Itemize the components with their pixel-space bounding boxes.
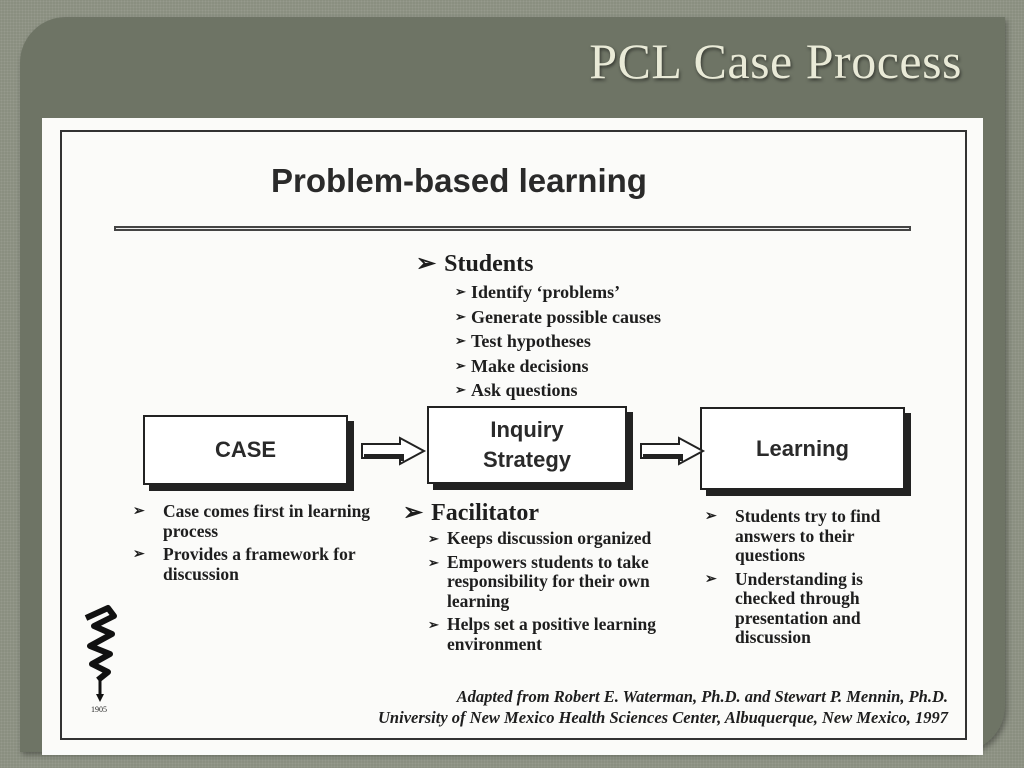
bullet-arrow-icon: ➢ — [428, 554, 439, 570]
citation-line: University of New Mexico Health Sciences… — [378, 708, 948, 727]
students-list: ➢ Identify ‘problems’ ➢ Generate possible … — [455, 280, 661, 403]
list-item-text: Students try to find answers to their qu… — [735, 506, 881, 565]
unm-logo-icon: 1905 — [84, 605, 117, 714]
bullet-arrow-icon: ➢ — [133, 504, 145, 519]
list-item: ➢ Provides a framework for discussion — [133, 544, 403, 584]
inquiry-box-line2: Strategy — [482, 447, 572, 472]
students-heading-label: Students — [444, 251, 534, 277]
list-item: ➢ Identify ‘problems’ — [455, 280, 661, 305]
list-item-text: Ask questions — [471, 380, 578, 400]
case-box-label: CASE — [214, 437, 277, 462]
list-item: ➢ Test hypotheses — [455, 329, 661, 354]
list-item-text: Keeps discussion organized — [447, 528, 652, 548]
facilitator-heading-label: Facilitator — [431, 500, 540, 526]
flow-arrow-icon — [640, 436, 706, 466]
bullet-arrow-icon: ➢ — [428, 617, 439, 632]
facilitator-heading: ➢ Facilitator — [403, 498, 539, 527]
bullet-arrow-icon: ➢ — [455, 382, 466, 397]
bullet-arrow-icon: ➢ — [455, 284, 466, 299]
bullet-arrow-icon: ➢ — [455, 333, 466, 348]
bullet-arrow-icon: ➢ — [455, 308, 466, 324]
bullet-arrow-icon: ➢ — [705, 509, 717, 524]
case-notes-list: ➢ Case comes first in learning process ➢ P… — [133, 501, 403, 588]
case-box: CASE — [143, 415, 348, 485]
logo-year: 1905 — [91, 705, 107, 714]
bullet-arrow-icon: ➢ — [133, 547, 145, 562]
list-item-text: Test hypotheses — [471, 331, 591, 351]
list-item-text: Case comes first in learning process — [163, 501, 371, 541]
inquiry-strategy-box: Inquiry Strategy — [427, 406, 627, 484]
facilitator-list: ➢ Keeps discussion organized ➢ Empowers st… — [428, 528, 658, 658]
list-item: ➢ Empowers students to take responsibilit… — [428, 551, 658, 612]
inquiry-box-line1: Inquiry — [490, 417, 564, 442]
learning-box: Learning — [700, 407, 905, 490]
list-item-text: Empowers students to take responsibility… — [447, 551, 650, 611]
bullet-arrow-icon: ➢ — [428, 531, 439, 546]
citation: Adapted from Robert E. Waterman, Ph.D. a… — [378, 686, 948, 728]
list-item-text: Make decisions — [471, 355, 589, 376]
heading-rule — [114, 226, 911, 231]
bullet-arrow-icon: ➢ — [416, 251, 437, 277]
flow-arrow-icon — [361, 436, 427, 466]
list-item-text: Helps set a positive learning environmen… — [447, 614, 657, 654]
list-item: ➢ Ask questions — [455, 378, 661, 403]
learning-box-label: Learning — [756, 435, 849, 461]
learning-notes-list: ➢ Students try to find answers to their q… — [705, 506, 925, 652]
bullet-arrow-icon: ➢ — [455, 357, 466, 373]
diagram-heading: Problem-based learning — [271, 162, 647, 199]
list-item: ➢ Case comes first in learning process — [133, 501, 403, 541]
students-heading: ➢ Students — [416, 249, 533, 278]
list-item: ➢ Make decisions — [455, 354, 661, 379]
bullet-arrow-icon: ➢ — [705, 571, 717, 587]
list-item: ➢ Students try to find answers to their q… — [705, 506, 925, 566]
list-item-text: Provides a framework for discussion — [163, 544, 356, 584]
bullet-arrow-icon: ➢ — [403, 500, 424, 526]
diagram-border — [60, 130, 967, 740]
list-item-text: Understanding is checked through present… — [735, 568, 863, 647]
list-item: ➢ Generate possible causes — [455, 305, 661, 330]
slide-title: PCL Case Process — [589, 33, 962, 89]
list-item: ➢ Understanding is checked through presen… — [705, 568, 925, 648]
list-item: ➢ Helps set a positive learning environme… — [428, 614, 658, 654]
list-item-text: Generate possible causes — [471, 306, 661, 327]
list-item: ➢ Keeps discussion organized — [428, 528, 658, 549]
list-item-text: Identify ‘problems’ — [471, 282, 621, 302]
citation-line: Adapted from Robert E. Waterman, Ph.D. a… — [456, 687, 948, 706]
